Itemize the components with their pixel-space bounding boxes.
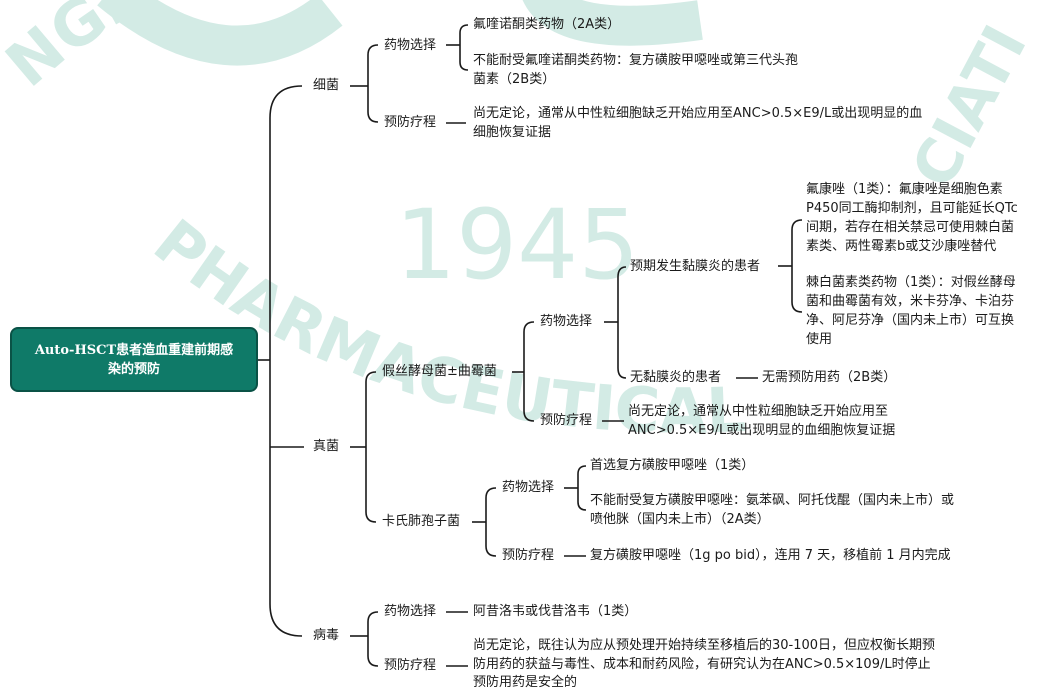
node-echinocandin-line-1: 棘白菌素类药物（1类）：对假丝酵母	[806, 275, 1016, 290]
node-pcp-course: 预防疗程	[502, 548, 555, 563]
node-bacteria-course-line-1: 尚无定论，通常从中性粒细胞缺乏开始应用至ANC>0.5×E9/L或出现明显的血	[473, 106, 923, 121]
node-virus-course-line-2: 防用药的获益与毒性、成本和耐药风险，有研究认为在ANC>0.5×109/L时停止	[473, 657, 931, 672]
watermark-ring	[97, 0, 703, 66]
node-mucositis-patients: 预期发生黏膜炎的患者	[630, 259, 761, 274]
node-bacteria-drug-1: 氟喹诺酮类药物（2A类）	[473, 17, 621, 32]
node-fluconazole-line-1: 氟康唑（1类）：氟康唑是细胞色素	[806, 182, 1003, 197]
node-virus-course-line-3: 预防用药是安全的	[473, 675, 578, 690]
node-virus-drug: 阿昔洛韦或伐昔洛韦（1类）	[473, 604, 638, 619]
node-candida-course: 预防疗程	[540, 413, 593, 428]
node-bacteria-drug-choice: 药物选择	[384, 38, 437, 53]
node-fungi: 真菌	[313, 439, 340, 454]
node-pcp-course-text: 复方磺胺甲噁唑（1g po bid），连用 7 天，移植前 1 月内完成	[590, 548, 951, 563]
node-echinocandin-line-4: 使用	[806, 332, 833, 347]
node-candida-course-line-2: ANC>0.5×E9/L或出现明显的血细胞恢复证据	[628, 423, 896, 438]
node-candida: 假丝酵母菌±曲霉菌	[382, 364, 497, 379]
watermark-year: 1945	[395, 189, 639, 301]
node-virus: 病毒	[313, 628, 340, 643]
node-bacteria-course: 预防疗程	[384, 115, 437, 130]
node-echinocandin-line-3: 净、阿尼芬净（国内未上市）可互换	[806, 313, 1015, 328]
node-fluconazole-line-2: P450同工酶抑制剂，且可能延长QTc	[806, 201, 1018, 216]
node-bacteria-drug-2-line-1: 不能耐受氟喹诺酮类药物：复方磺胺甲噁唑或第三代头孢	[473, 53, 799, 68]
node-candida-drug-choice: 药物选择	[540, 314, 593, 329]
node-pcp: 卡氏肺孢子菌	[382, 514, 461, 529]
node-fluconazole-line-4: 素类、两性霉素b或艾沙康唑替代	[806, 239, 997, 254]
node-pcp-alt-line-1: 不能耐受复方磺胺甲噁唑：氨苯砜、阿托伐醌（国内未上市）或	[590, 493, 955, 508]
node-pcp-first-choice: 首选复方磺胺甲噁唑（1类）	[590, 458, 755, 473]
node-virus-course-line-1: 尚无定论，既往认为应从预处理开始持续至移植后的30-100日，但应权衡长期预	[473, 638, 936, 653]
node-bacteria: 细菌	[313, 78, 340, 93]
node-candida-course-line-1: 尚无定论，通常从中性粒细胞缺乏开始应用至	[628, 404, 889, 419]
node-bacteria-drug-2-line-2: 菌素（2B类）	[473, 72, 556, 87]
node-pcp-alt-line-2: 喷他脒（国内未上市）（2A类）	[590, 512, 770, 527]
node-no-drug: 无需预防用药（2B类）	[762, 370, 897, 385]
node-pcp-drug-choice: 药物选择	[502, 480, 555, 495]
node-no-mucositis: 无黏膜炎的患者	[630, 370, 722, 385]
node-fluconazole-line-3: 间期，若存在相关禁忌可使用棘白菌	[806, 220, 1015, 235]
node-virus-drug-choice: 药物选择	[384, 604, 437, 619]
node-virus-course: 预防疗程	[384, 658, 437, 673]
node-echinocandin-line-2: 菌和曲霉菌有效，米卡芬净、卡泊芬	[806, 294, 1015, 309]
root-node-title: Auto-HSCT患者造血重建前期感染的预防	[10, 327, 258, 392]
node-bacteria-course-line-2: 细胞恢复证据	[473, 125, 552, 140]
